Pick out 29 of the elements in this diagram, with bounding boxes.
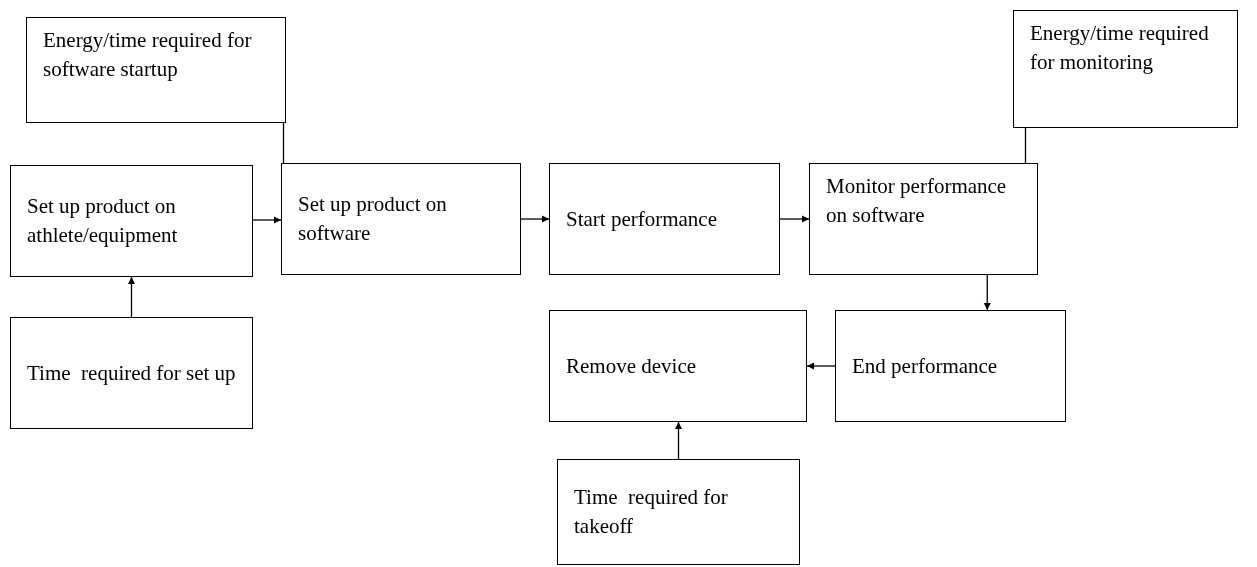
box-label: Energy/time required for software startup	[43, 27, 253, 83]
box-label: Energy/time required for monitoring	[1030, 20, 1210, 76]
box-label: Monitor performance on software	[826, 173, 1008, 229]
process-box	[10, 317, 253, 429]
box-label: Time required for set up	[27, 359, 237, 387]
process-box	[835, 310, 1066, 422]
arrow	[779, 215, 810, 223]
process-box	[549, 163, 780, 275]
arrow	[252, 216, 282, 224]
box-label: Time required for takeoff	[574, 484, 729, 540]
box-label: Remove device	[566, 352, 698, 380]
connector-line	[282, 122, 285, 164]
process-box	[1013, 10, 1238, 128]
arrow	[128, 276, 135, 318]
arrow	[675, 421, 682, 460]
box-label: Start performance	[566, 205, 718, 233]
box-label: Set up product on athlete/equipment	[27, 193, 179, 249]
process-box	[10, 165, 253, 277]
arrow	[806, 362, 836, 370]
box-label: Set up product on software	[298, 191, 448, 247]
box-label: End performance	[852, 352, 999, 380]
arrow	[983, 274, 991, 311]
process-box	[557, 459, 800, 565]
connector-line	[1024, 127, 1027, 164]
process-box	[809, 163, 1038, 275]
process-box	[281, 163, 521, 275]
process-box	[26, 17, 286, 123]
process-box	[549, 310, 807, 422]
arrow	[520, 215, 550, 223]
